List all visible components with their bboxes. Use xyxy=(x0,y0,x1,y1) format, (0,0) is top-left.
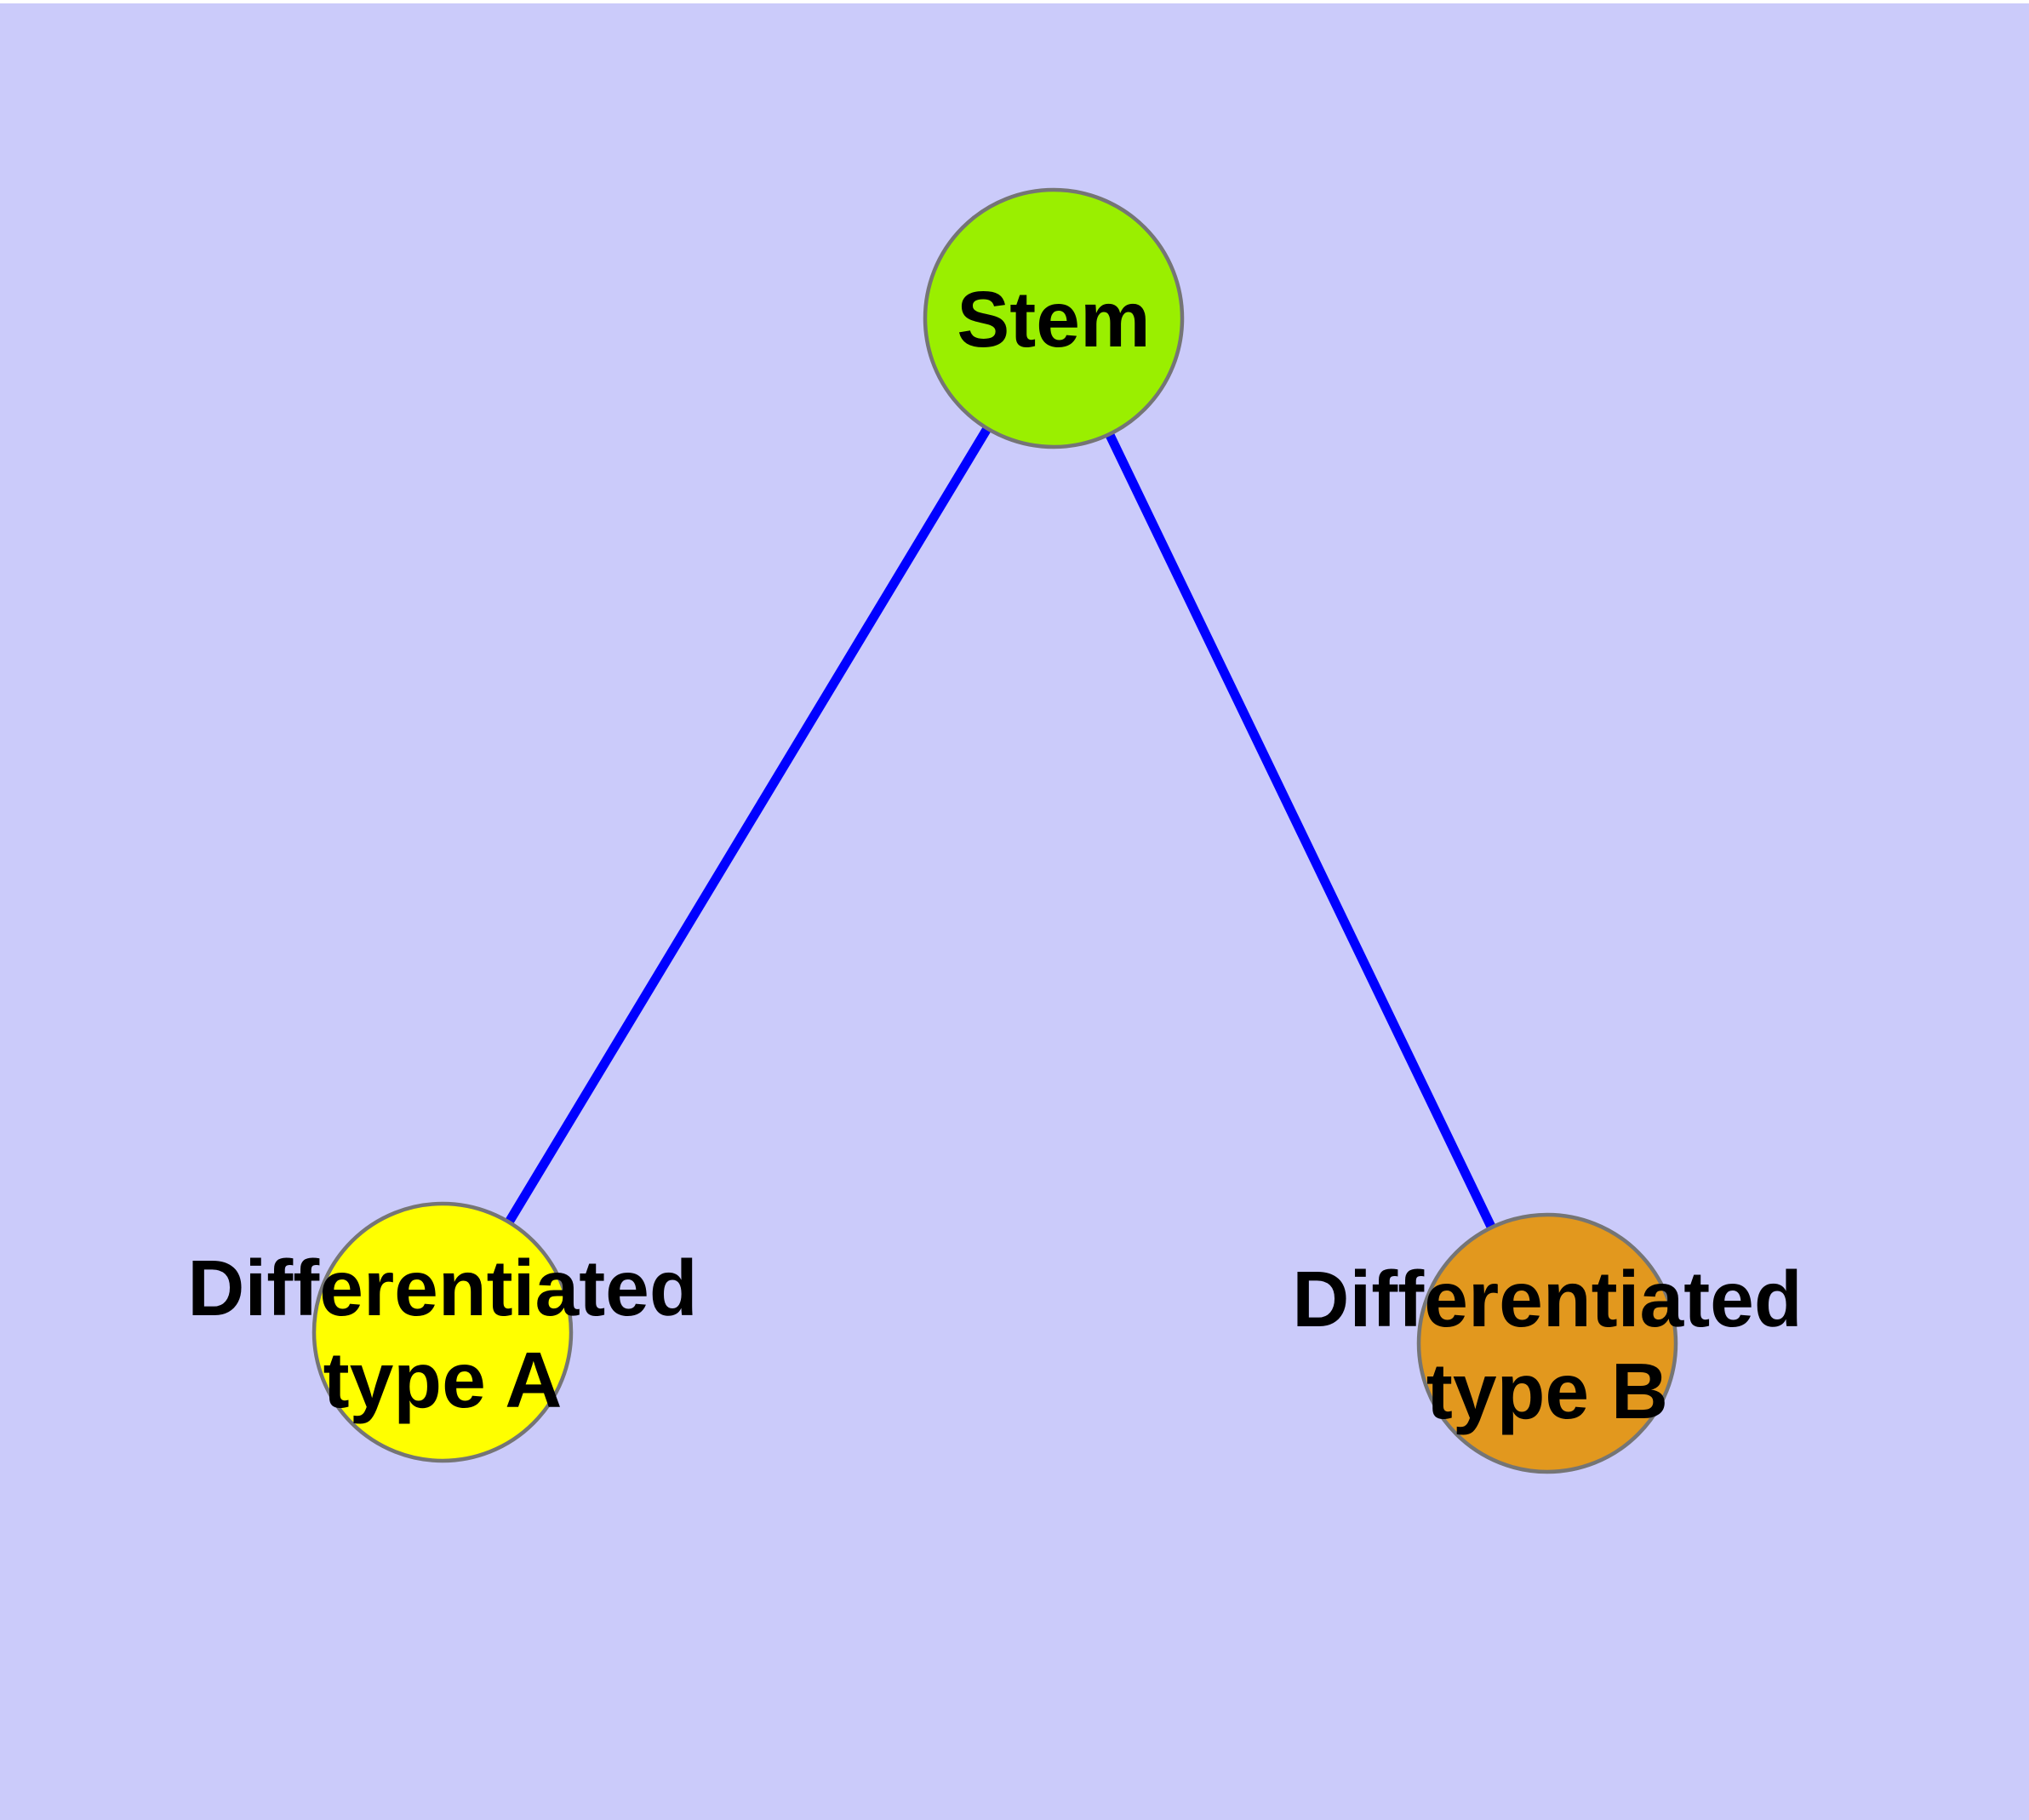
node-diff-b-circle xyxy=(1416,1212,1678,1474)
node-diff-a-circle xyxy=(311,1201,574,1463)
edge-stem-diff-b xyxy=(1049,316,1552,1346)
node-diff-a-label-line-1: Differentiated xyxy=(187,1244,697,1332)
node-stem-label-line-1: Stem xyxy=(957,275,1150,363)
node-diff-b-label-line-1: Differentiated xyxy=(1292,1255,1802,1343)
nodes-layer xyxy=(311,187,1678,1474)
node-diff-a-label-line-2: type A xyxy=(323,1336,563,1424)
edges-layer xyxy=(438,316,1552,1346)
edge-stem-diff-a xyxy=(438,316,1058,1335)
node-diff-b-label-line-2: type B xyxy=(1426,1347,1668,1435)
top-margin-strip xyxy=(0,0,2029,3)
node-stem-circle xyxy=(923,187,1185,449)
